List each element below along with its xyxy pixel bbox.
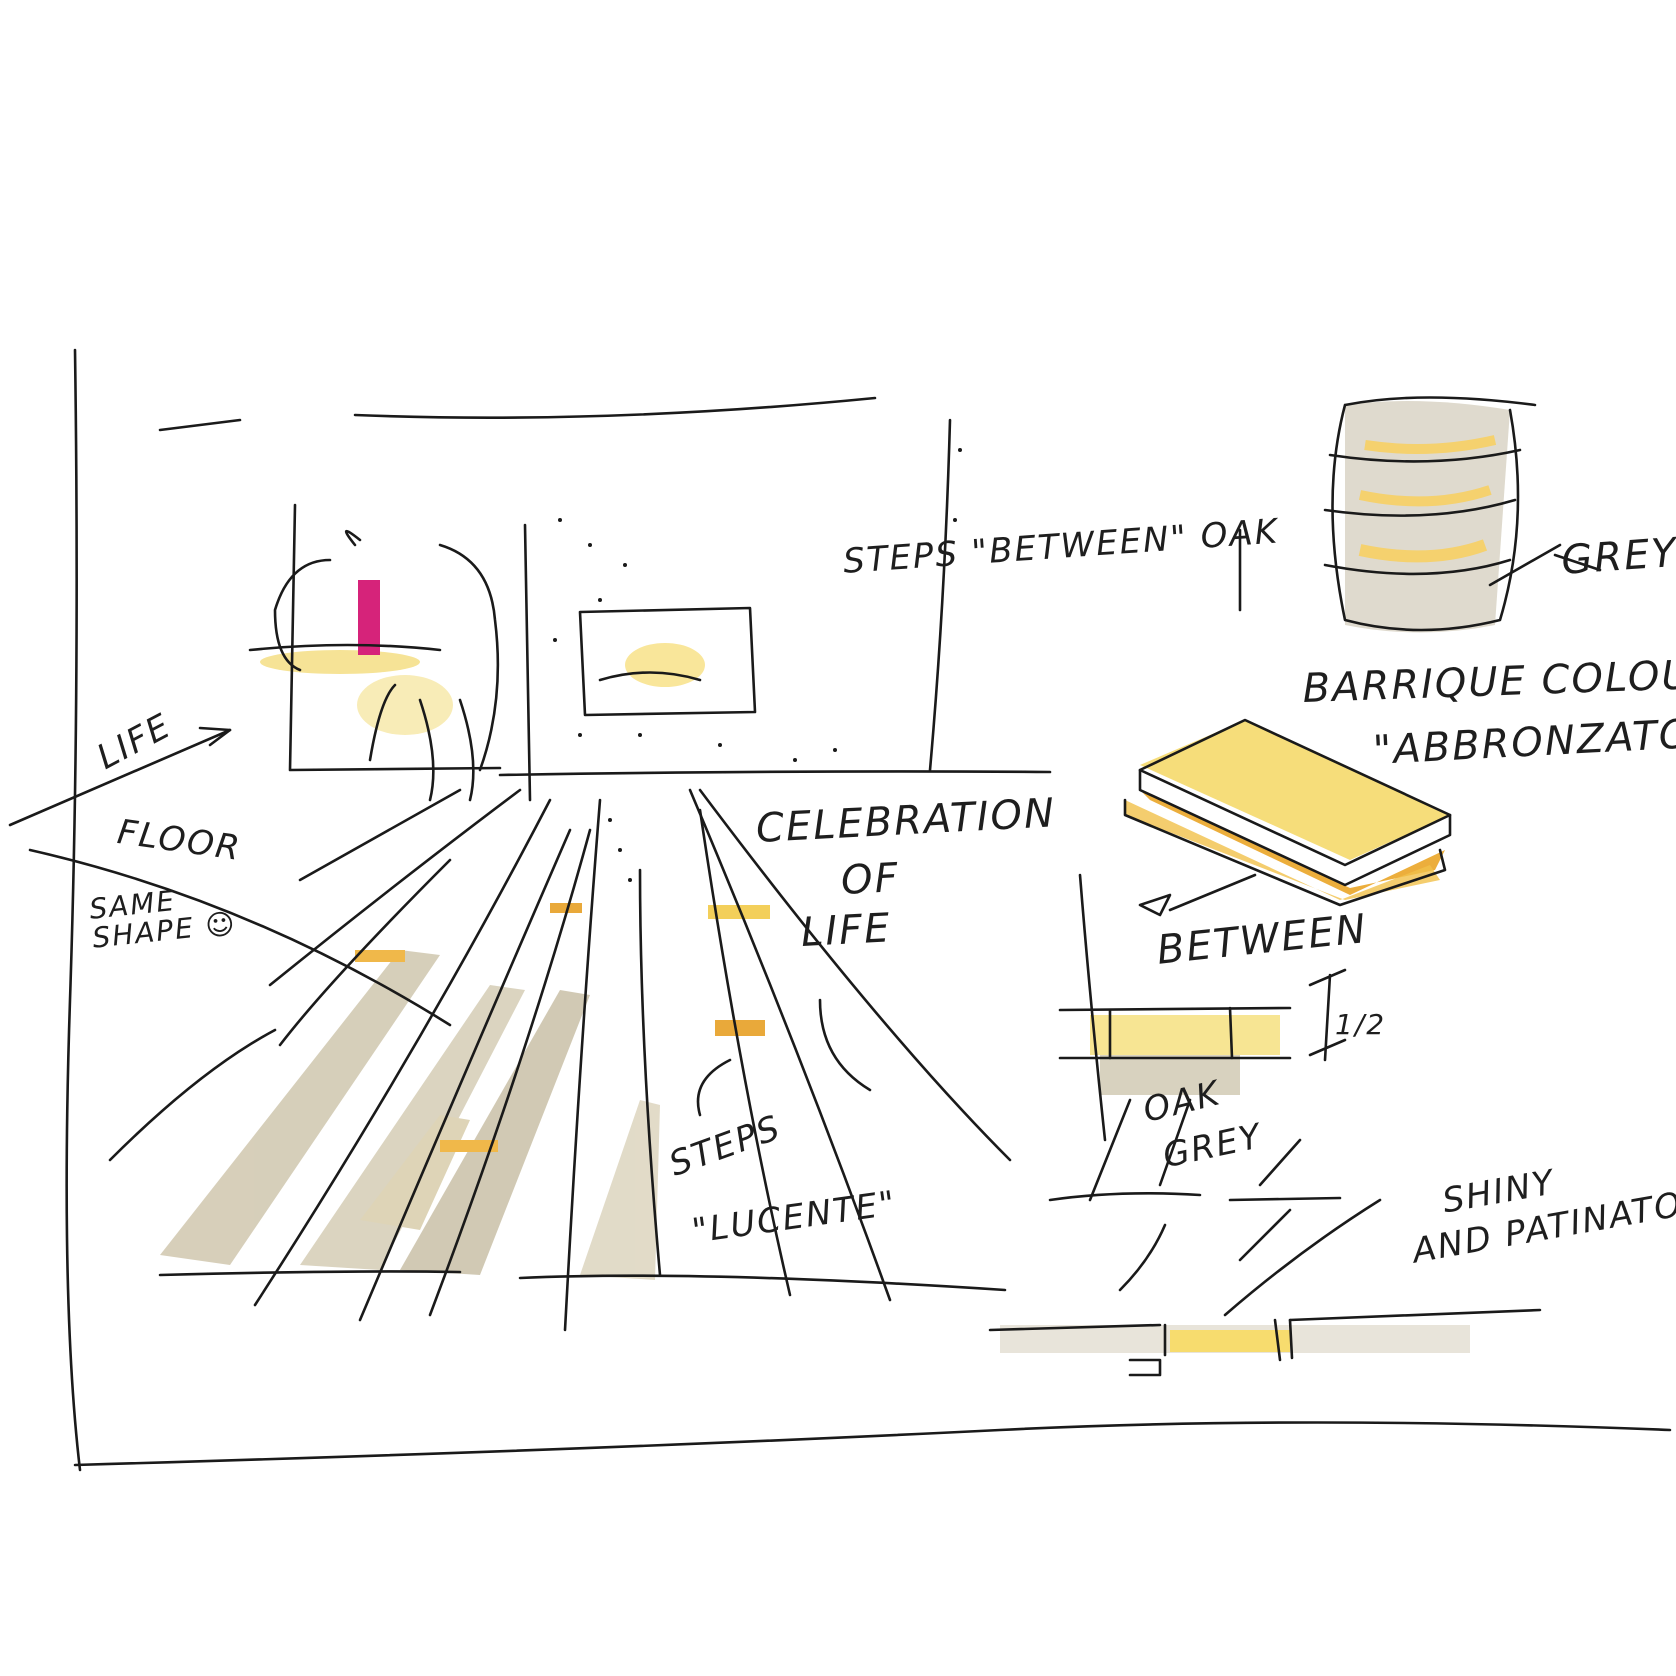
boards-wash: [1125, 720, 1450, 900]
barrel-wash: [1345, 401, 1510, 633]
section-wash: [1000, 1015, 1470, 1353]
stipple-dots: [553, 448, 962, 882]
note-of: OF: [839, 854, 901, 904]
reception-wash: [260, 643, 705, 735]
note-grey: GREY: [1559, 529, 1676, 584]
note-half: 1/2: [1335, 1008, 1387, 1041]
note-life: LIFE: [799, 905, 893, 956]
magenta-accent: [358, 580, 380, 655]
ink-lines: [8, 348, 1672, 1472]
floor-step-inserts: [355, 903, 770, 1152]
